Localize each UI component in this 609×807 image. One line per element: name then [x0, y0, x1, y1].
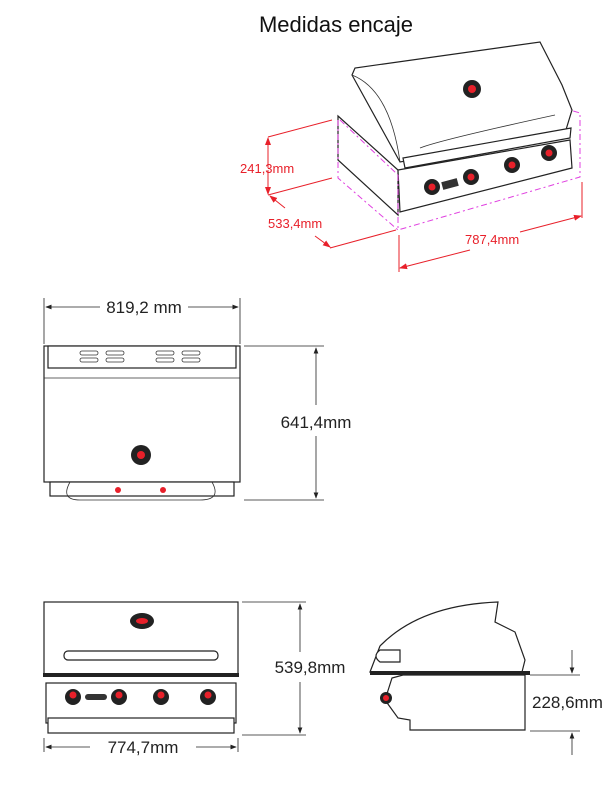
isometric-grill-view — [337, 41, 581, 231]
top-grill-view — [43, 345, 241, 501]
front-width-label: 774,7mm — [108, 738, 179, 757]
front-view-dimensions: 539,8mm 774,7mm — [43, 601, 346, 757]
side-view-dimensions: 228,6mm — [530, 650, 603, 755]
side-grill-view — [369, 601, 530, 731]
front-height-label: 539,8mm — [275, 658, 346, 677]
front-grill-view — [43, 601, 239, 734]
top-view-dimensions: 819,2 mm 641,4mm — [43, 298, 352, 501]
iso-depth-label: 533,4mm — [268, 216, 322, 231]
iso-height-label: 241,3mm — [240, 161, 294, 176]
diagram-title: Medidas encaje — [259, 12, 413, 37]
iso-width-label: 787,4mm — [465, 232, 519, 247]
isometric-dimensions: 241,3mm 533,4mm 787,4mm — [240, 119, 583, 272]
top-width-label: 819,2 mm — [106, 298, 182, 317]
side-height-label: 228,6mm — [532, 693, 603, 712]
top-depth-label: 641,4mm — [281, 413, 352, 432]
